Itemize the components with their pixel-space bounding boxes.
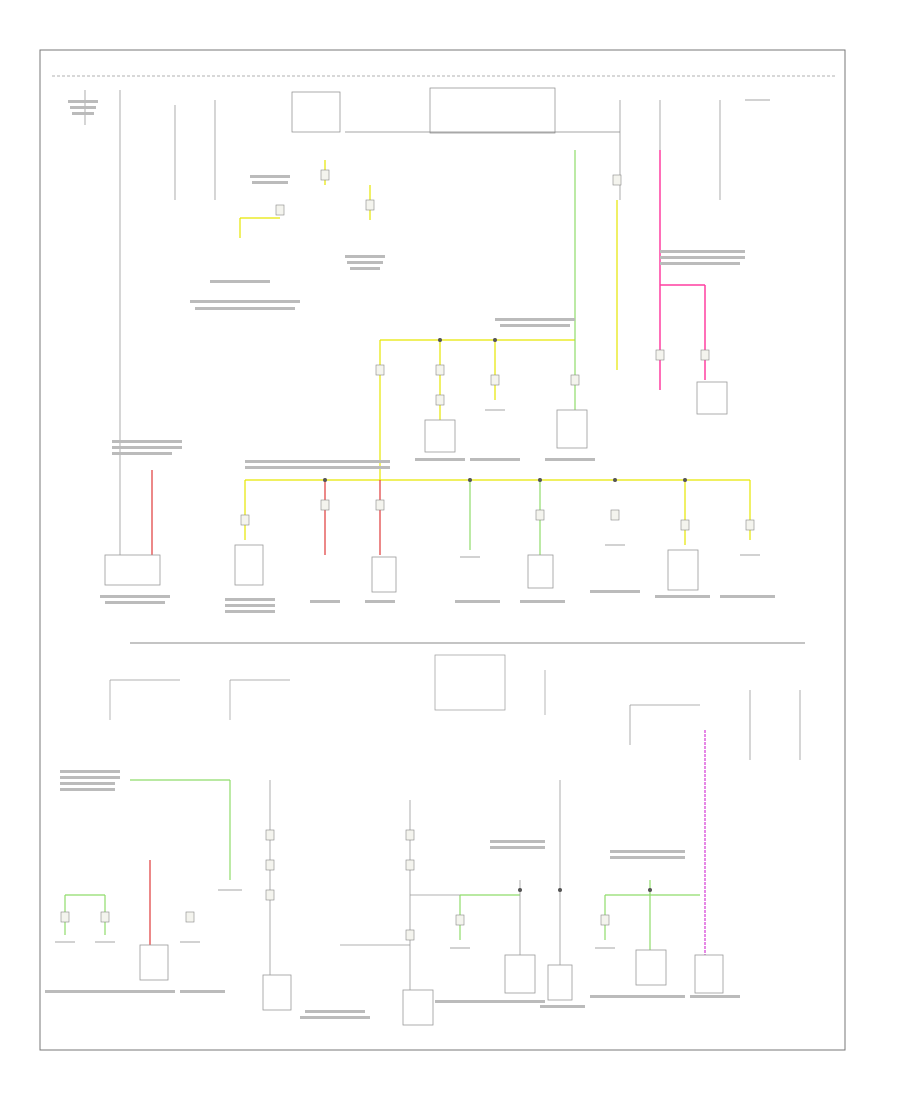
pink-wires [659,150,706,390]
mid-section-boxes [109,654,546,720]
top-fuse-row [84,87,770,560]
red-wires [149,470,381,950]
connector-pins [60,169,755,941]
label-placeholders [45,100,775,1019]
diagram-frame [39,49,846,1051]
ground-symbols [55,409,760,949]
yellow-wires [239,160,751,545]
splice-dots [323,338,687,892]
component-boxes [104,381,728,1026]
green-wires [64,150,700,950]
